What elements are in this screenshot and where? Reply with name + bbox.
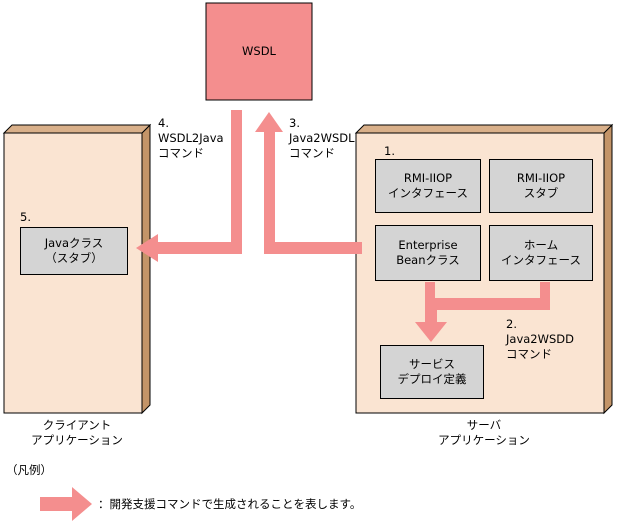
wsdl2java-arrow	[136, 110, 242, 262]
home-interface-box: ホーム インタフェース	[489, 225, 593, 281]
wsdl-label: WSDL	[242, 44, 276, 58]
rmi-iiop-interface-box: RMI-IIOP インタフェース	[375, 159, 481, 213]
legend-title: （凡例）	[6, 463, 52, 477]
client-application-caption: クライアント アプリケーション	[31, 418, 123, 447]
java2wsdl-label: 3. Java2WSDL コマンド	[289, 116, 355, 160]
server-application-caption: サーバ アプリケーション	[438, 418, 530, 447]
java2wsdd-label: 2. Java2WSDD コマンド	[506, 317, 574, 361]
client-step-number: 5.	[20, 210, 31, 224]
legend-arrow-icon	[40, 487, 92, 521]
java2wsdd-arrow	[415, 282, 550, 342]
enterprise-bean-class-box: Enterprise Beanクラス	[375, 225, 481, 281]
java-stub-class-box: Javaクラス （スタブ）	[20, 227, 128, 275]
wsdl-box	[205, 2, 313, 101]
legend-description: ：開発支援コマンドで生成されることを表します。	[98, 497, 362, 511]
server-step1-number: 1.	[384, 144, 395, 158]
rmi-iiop-stub-box: RMI-IIOP スタブ	[489, 159, 593, 213]
service-deploy-definition-box: サービス デプロイ定義	[380, 345, 484, 399]
java2wsdl-arrow	[255, 112, 362, 254]
wsdl2java-label: 4. WSDL2Java コマンド	[158, 116, 224, 160]
